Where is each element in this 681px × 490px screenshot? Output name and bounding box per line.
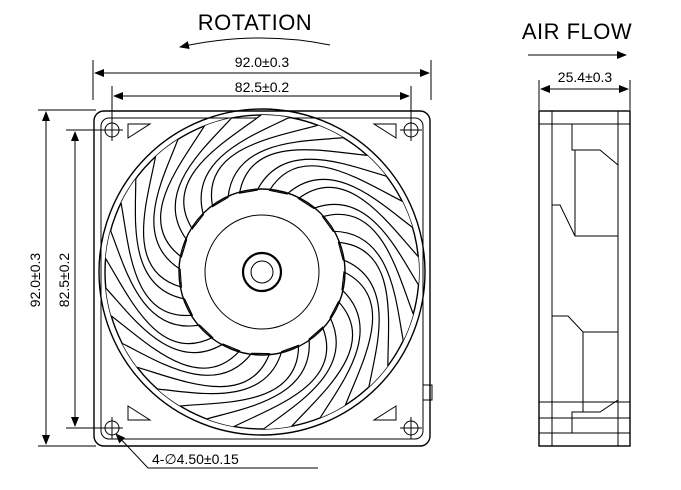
- hole-spacing-height-dimension: 82.5±0.2: [56, 129, 110, 429]
- fan-hub: [178, 188, 346, 356]
- outer-height-dim-label: 92.0±0.3: [27, 253, 43, 308]
- outer-width-dim-label: 92.0±0.3: [235, 54, 290, 70]
- hole-spacing-height-dim-label: 82.5±0.2: [56, 253, 72, 308]
- rotation-arrow: [179, 37, 331, 49]
- hole-spacing-width-dimension: 82.5±0.2: [111, 79, 412, 120]
- fan-blades: [105, 115, 419, 429]
- mounting-holes: [101, 119, 422, 439]
- depth-dim-label: 25.4±0.3: [558, 69, 613, 85]
- fan-blade: [105, 280, 241, 369]
- mounting-hole-note: 4-∅4.50±0.15: [115, 433, 318, 469]
- fan-blade: [159, 115, 239, 258]
- mounting-hole-note-label: 4-∅4.50±0.15: [152, 451, 239, 467]
- mounting-hole-top-left: [101, 119, 123, 141]
- fan-side-profile: [538, 110, 631, 447]
- outer-width-dimension: 92.0±0.3: [92, 54, 432, 100]
- hole-spacing-width-dim-label: 82.5±0.2: [235, 79, 290, 95]
- rotation-label: ROTATION: [198, 10, 312, 35]
- mounting-hole-top-right: [400, 119, 422, 141]
- fan-blade: [255, 300, 354, 429]
- outer-height-dimension: 92.0±0.3: [27, 109, 96, 447]
- fan-blade: [297, 186, 419, 294]
- fan-blade: [183, 115, 299, 230]
- depth-dimension: 25.4±0.3: [538, 69, 631, 110]
- mounting-hole-bottom-left: [101, 417, 123, 439]
- mounting-hole-bottom-right: [400, 417, 422, 439]
- airflow-label: AIR FLOW: [522, 19, 632, 44]
- fan-blade: [268, 165, 419, 234]
